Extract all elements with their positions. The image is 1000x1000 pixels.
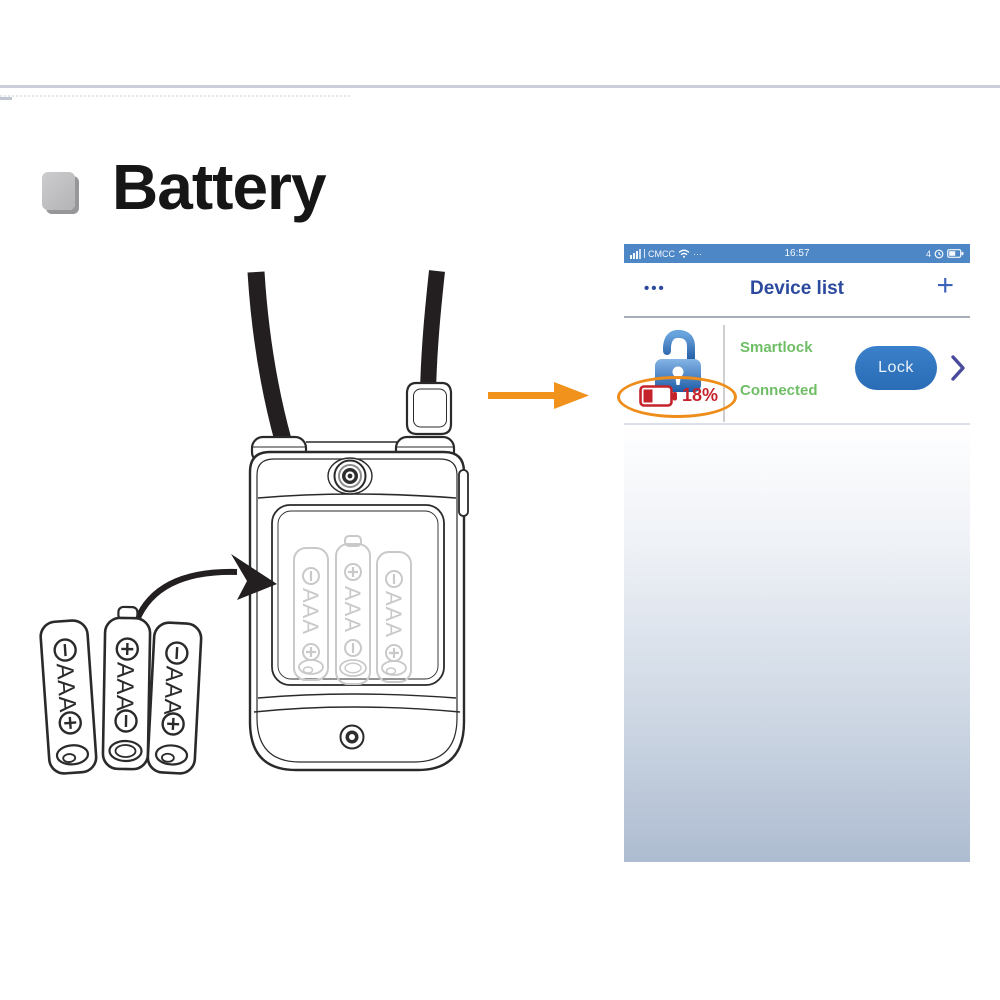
status-divider [644, 249, 645, 258]
pointer-arrow-icon [488, 382, 589, 409]
section-bullet-icon [42, 172, 75, 210]
lock-button[interactable]: Lock [855, 346, 937, 390]
installed-batteries: AAA AAA AAA [293, 535, 412, 685]
device-name: Smartlock [740, 339, 813, 356]
battery-label: AAA [298, 588, 323, 635]
battery-label: AAA [158, 665, 188, 716]
installed-battery: AAA [293, 547, 329, 681]
row-divider [624, 423, 970, 425]
empty-list-area [624, 425, 970, 862]
strap-lines [247, 270, 445, 443]
status-left-cluster: CMCC ··· [630, 248, 702, 259]
curved-arrow-icon [134, 554, 277, 622]
add-device-button[interactable]: + [936, 269, 954, 302]
header-divider [624, 316, 970, 318]
device-illustration: AAA AAA AAA [39, 270, 469, 775]
aaa-battery: AAA [146, 621, 203, 775]
highlight-ellipse [617, 376, 737, 418]
edge-tick [0, 97, 12, 100]
app-header: ••• Device list + [624, 263, 970, 316]
section-title: Battery [112, 151, 327, 223]
status-right-cluster: 4 [926, 249, 964, 259]
status-more-dots: ··· [693, 248, 702, 259]
network-label: 4 [925, 248, 931, 259]
app-title: Device list [750, 278, 844, 299]
device-status: Connected [740, 382, 818, 399]
chevron-right-icon[interactable] [950, 354, 966, 382]
side-button [458, 469, 469, 517]
page-top-rule [0, 85, 1000, 88]
strap-connector [405, 381, 453, 436]
phone-screenshot: CMCC ··· 16:57 4 ••• Device list + [617, 244, 970, 862]
wifi-icon [678, 249, 690, 258]
signal-icon [630, 248, 641, 259]
loose-batteries: AAA AAA AAA [39, 605, 203, 775]
installed-battery: AAA [376, 551, 412, 683]
status-bar: CMCC ··· 16:57 4 [624, 244, 970, 263]
battery-label: AAA [51, 662, 81, 713]
menu-dots-icon[interactable]: ••• [644, 280, 666, 297]
device-row[interactable]: 18% Smartlock Connected Lock [617, 318, 970, 423]
battery-label: AAA [340, 586, 365, 633]
screw-icon [339, 724, 365, 750]
aaa-battery: AAA [101, 605, 152, 771]
carrier-label: CMCC [648, 248, 675, 259]
battery-label: AAA [381, 591, 406, 638]
aaa-battery: AAA [39, 619, 98, 775]
row-vertical-divider [723, 325, 725, 422]
installed-battery: AAA [335, 535, 371, 685]
clock-icon [934, 249, 944, 258]
battery-label: AAA [111, 662, 139, 712]
faint-dashed-rule [0, 95, 350, 97]
battery-status-icon [947, 249, 964, 258]
lock-port-icon [327, 457, 373, 495]
